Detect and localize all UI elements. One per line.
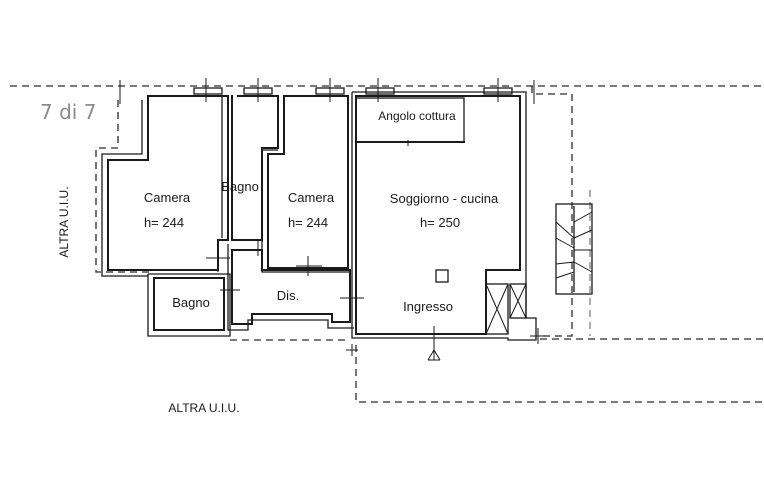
bagno-bottom-walls [153,277,225,331]
window-marks [119,78,535,104]
camera-mid-inner [261,149,350,273]
dis-walls [231,249,351,325]
pillar-square [435,269,449,283]
door-marks [206,140,546,356]
shaft-right-cross-b [509,283,527,319]
room-height-camera-mid: h= 244 [288,215,328,230]
camera-mid-walls [267,95,349,269]
entrance-symbol [422,326,446,361]
inner-wall-left [101,100,148,277]
page-indicator: 7 di 7 [40,100,96,124]
room-height-camera-left: h= 244 [144,215,184,230]
shaft-right [509,283,527,319]
room-label-angolo-cottura: Angolo cottura [378,109,456,123]
room-label-camera-mid: Camera [288,190,335,205]
room-height-soggiorno: h= 250 [420,215,460,230]
stair-zone-outline [531,86,573,337]
shaft-left-cross-b [485,283,509,335]
soggiorno-walls [355,95,521,335]
dis-outer [227,244,354,331]
room-label-ingresso: Ingresso [403,299,453,314]
room-label-dis: Dis. [277,288,299,303]
room-label-soggiorno: Soggiorno - cucina [390,191,499,206]
bagno-top-walls [231,95,279,241]
staircase [555,203,593,295]
neighbor-label-bottom: ALTRA U.I.U. [168,401,239,415]
outer-wall [107,95,229,271]
shaft-left [485,283,509,335]
soggiorno-outer [351,91,537,341]
room-label-bagno-top: Bagno [221,179,259,194]
bagno-bottom-outer [147,273,231,337]
neighbor-label-left: ALTRA U.I.U. [57,186,71,257]
room-label-bagno-bottom: Bagno [172,295,210,310]
room-label-camera-left: Camera [144,190,191,205]
bottom-neighbor-outline [355,345,764,403]
